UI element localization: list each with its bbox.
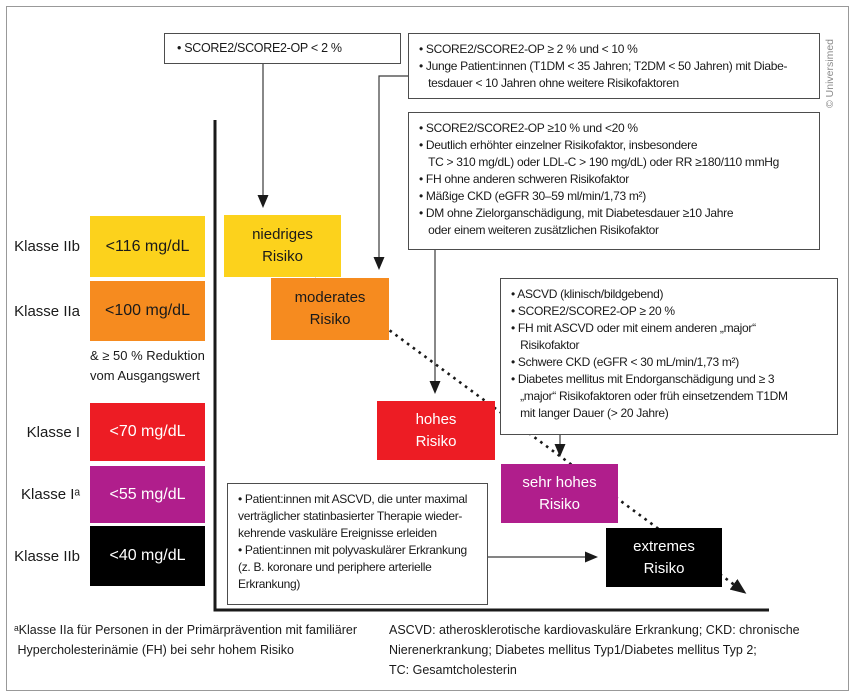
class-value-40: <40 mg/dL [90, 526, 205, 586]
class-label-Ia: Klasse Iᵃ [21, 486, 80, 503]
connector-arrow-moderate [373, 75, 408, 270]
criteria-text-low: • SCORE2/SCORE2-OP < 2 % [177, 41, 342, 55]
criteria-box-high: • SCORE2/SCORE2-OP ≥10 % und <20 % • Deu… [408, 112, 820, 250]
class-value-55: <55 mg/dL [90, 466, 205, 523]
risk-step-low: niedriges Risiko [224, 215, 341, 277]
footnote-class-IIa: ᵃKlasse IIa für Personen in der Primärpr… [14, 623, 357, 657]
class-label-IIb-top: Klasse IIb [14, 238, 80, 255]
class-value-100: <100 mg/dL [90, 281, 205, 341]
class-label-IIa: Klasse IIa [14, 303, 80, 320]
copyright-credit: © Universimed [824, 38, 836, 108]
class-label-IIb-bottom: Klasse IIb [14, 548, 80, 565]
risk-step-extreme: extremes Risiko [606, 528, 722, 587]
risk-step-moderate: moderates Risiko [271, 278, 389, 340]
criteria-box-moderate: • SCORE2/SCORE2-OP ≥ 2 % und < 10 % • Ju… [408, 33, 820, 99]
class-label-I: Klasse I [26, 424, 80, 441]
risk-step-very-high: sehr hohes Risiko [501, 464, 618, 523]
class-value-70: <70 mg/dL [90, 403, 205, 461]
criteria-box-low: • SCORE2/SCORE2-OP < 2 % [164, 33, 401, 64]
risk-step-high: hohes Risiko [377, 401, 495, 460]
criteria-box-extreme: • Patient:innen mit ASCVD, die unter max… [227, 483, 488, 605]
criteria-box-very-high: • ASCVD (klinisch/bildgebend) • SCORE2/S… [500, 278, 838, 435]
reduction-note: & ≥ 50 % Reduktion vom Ausgangswert [90, 348, 205, 383]
footnote-abbreviations: ASCVD: atherosklerotische kardiovaskulär… [389, 623, 800, 677]
class-value-116: <116 mg/dL [90, 216, 205, 277]
